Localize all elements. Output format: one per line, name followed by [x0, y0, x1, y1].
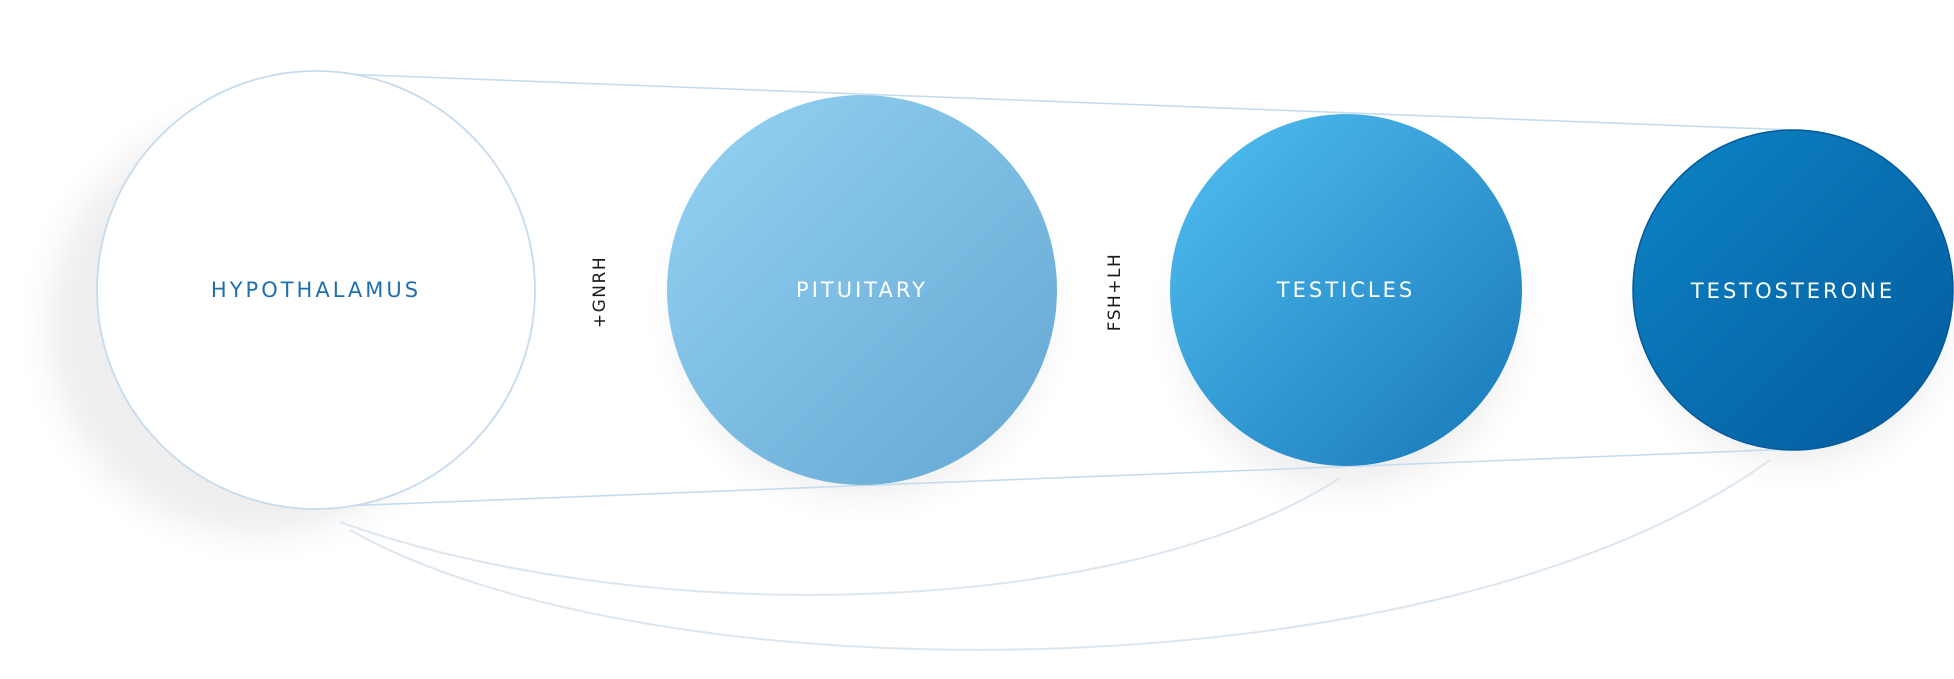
pituitary-label: PITUITARY	[796, 278, 928, 302]
hypothalamus-label: HYPOTHALAMUS	[211, 278, 421, 302]
feedback-curve-testosterone	[349, 459, 1771, 651]
fsh-lh-connector-label: FSH+LH	[1105, 253, 1125, 332]
testosterone-label: TESTOSTERONE	[1690, 279, 1895, 303]
pituitary-circle	[667, 95, 1057, 485]
testicles-circle	[1170, 114, 1522, 466]
tangent-line-top	[315, 72, 1794, 131]
testosterone-circle	[1632, 129, 1954, 451]
tangent-line-bottom	[315, 448, 1794, 508]
feedback-curve-testicles	[339, 477, 1341, 596]
hypothalamus-circle	[96, 70, 536, 510]
gnrh-connector-label: +GNRH	[590, 256, 610, 328]
testicles-label: TESTICLES	[1276, 278, 1415, 302]
